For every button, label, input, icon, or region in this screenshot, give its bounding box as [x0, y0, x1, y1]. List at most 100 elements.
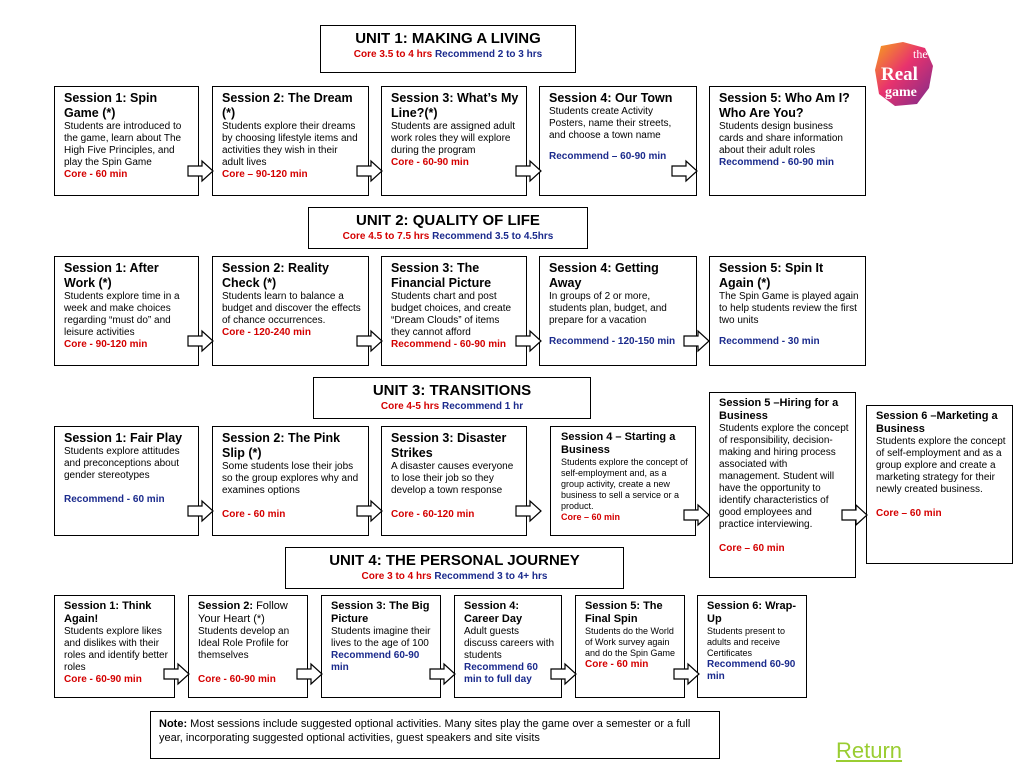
session-title: Session 3: What’s My Line?(*)	[391, 91, 519, 120]
session-time: Recommend – 60-90 min	[549, 151, 667, 162]
unit-title: UNIT 4: THE PERSONAL JOURNEY	[329, 552, 580, 569]
session-time: Core – 90-120 min	[222, 169, 308, 180]
session-box: Session 5 –Hiring for a Business Student…	[709, 392, 856, 578]
note-text: Most sessions include suggested optional…	[159, 718, 691, 744]
session-description: Students explore their dreams by choosin…	[222, 121, 358, 168]
session-title: Session 3: The Financial Picture	[391, 261, 492, 290]
session-description: Students explore the concept of responsi…	[719, 423, 849, 530]
unit-1-header: UNIT 1: MAKING A LIVING Core 3.5 to 4 hr…	[320, 25, 576, 73]
unit-core-hours: Core 4.5 to 7.5 hrs	[342, 231, 430, 242]
session-description: Students chart and post budget choices, …	[391, 291, 512, 338]
session-box: Session 4: Career Day Adult guests discu…	[454, 595, 562, 698]
unit-recommend-hours: Recommend 3.5 to 4.5hrs	[432, 231, 554, 242]
session-description: Some students lose their jobs so the gro…	[222, 461, 359, 496]
session-description: Students explore the concept of self-emp…	[876, 436, 1006, 495]
session-box: Session 1: Spin Game (*) Students are in…	[54, 86, 199, 196]
svg-text:the: the	[913, 47, 928, 61]
session-title: Session 6: Wrap-Up	[707, 600, 797, 625]
session-box: Session 3: The Financial Picture Student…	[381, 256, 527, 366]
session-description: Students explore attitudes and preconcep…	[64, 446, 180, 481]
session-time: Core - 60 min	[222, 509, 286, 520]
unit-2-header: UNIT 2: QUALITY OF LIFE Core 4.5 to 7.5 …	[308, 207, 588, 249]
session-time: Core - 60-120 min	[391, 509, 475, 520]
session-box: Session 6 –Marketing a Business Students…	[866, 405, 1013, 564]
session-time: Recommend - 60 min	[64, 494, 165, 505]
unit-title: UNIT 1: MAKING A LIVING	[355, 30, 541, 47]
session-box: Session 1: Think Again! Students explore…	[54, 595, 175, 698]
session-title: Session 2: Reality Check (*)	[222, 261, 329, 290]
session-description: Students create Activity Posters, name t…	[549, 106, 672, 141]
session-title: Session 2: The Dream (*)	[222, 91, 353, 120]
session-box: Session 5: Who Am I? Who Are You? Studen…	[709, 86, 866, 196]
session-description: In groups of 2 or more, students plan, b…	[549, 291, 667, 326]
session-time: Recommend - 60-90 min	[719, 157, 835, 168]
unit-recommend-hours: Recommend 3 to 4+ hrs	[434, 571, 548, 582]
session-description: Students imagine their lives to the age …	[331, 626, 431, 649]
session-time: Recommend - 30 min	[719, 336, 820, 347]
session-box: Session 3: The Big Picture Students imag…	[321, 595, 441, 698]
session-title: Session 1: Think Again!	[64, 600, 152, 625]
session-title: Session 4 – Starting a Business	[561, 431, 676, 456]
session-title: Session 1: Fair Play	[64, 431, 183, 445]
unit-core-hours: Core 4-5 hrs	[380, 401, 440, 412]
session-time: Recommend 60-90 min	[331, 650, 420, 673]
session-time: Core - 60-90 min	[198, 674, 276, 685]
session-title: Session 1: After Work (*)	[64, 261, 159, 290]
session-title: Session 4: Career Day	[464, 600, 523, 625]
session-box: Session 5: The Final Spin Students do th…	[575, 595, 685, 698]
session-time: Core - 120-240 min	[222, 327, 311, 338]
session-title: Session 3: The Big Picture	[331, 600, 430, 625]
session-title: Session 5: Who Am I? Who Are You?	[719, 91, 850, 120]
unit-core-hours: Core 3 to 4 hrs	[361, 571, 432, 582]
session-box: Session 6: Wrap-Up Students present to a…	[697, 595, 807, 698]
svg-text:Real: Real	[881, 64, 918, 85]
session-description: Adult guests discuss careers with studen…	[464, 626, 555, 661]
session-title: Session 5: The Final Spin	[585, 600, 663, 625]
session-box: Session 5: Spin It Again (*) The Spin Ga…	[709, 256, 866, 366]
session-time: Recommend 60 min to full day	[464, 662, 538, 685]
session-box: Session 1: Fair Play Students explore at…	[54, 426, 199, 536]
session-time: Core – 60 min	[561, 512, 621, 522]
session-box: Session 3: Disaster Strikes A disaster c…	[381, 426, 527, 536]
session-box: Session 2: Follow Your Heart (*) Student…	[188, 595, 308, 698]
session-description: The Spin Game is played again to help st…	[719, 291, 859, 326]
session-box: Session 2: Reality Check (*) Students le…	[212, 256, 369, 366]
session-box: Session 3: What’s My Line?(*) Students a…	[381, 86, 527, 196]
session-box: Session 1: After Work (*) Students explo…	[54, 256, 199, 366]
unit-4-header: UNIT 4: THE PERSONAL JOURNEY Core 3 to 4…	[285, 547, 624, 589]
session-title-rest: Follow Your Heart (*)	[198, 600, 288, 625]
session-time: Recommend - 60-90 min	[391, 339, 507, 350]
session-title: Session 3: Disaster Strikes	[391, 431, 507, 460]
session-box: Session 4: Getting Away In groups of 2 o…	[539, 256, 697, 366]
session-time: Core – 60 min	[876, 508, 942, 519]
session-time: Core - 60-90 min	[64, 674, 142, 685]
session-description: Students are assigned adult work roles t…	[391, 121, 515, 156]
session-box: Session 4 – Starting a Business Students…	[550, 426, 696, 536]
session-description: Students explore the concept of self-emp…	[561, 457, 688, 511]
session-title: Session 5: Spin It Again (*)	[719, 261, 824, 290]
session-time: Core - 60 min	[585, 659, 649, 670]
session-time: Core – 60 min	[719, 543, 785, 554]
session-description: Students develop an Ideal Role Profile f…	[198, 626, 290, 661]
session-title: Session 4: Getting Away	[549, 261, 659, 290]
session-time: Recommend - 120-150 min	[549, 336, 676, 347]
real-game-logo: the Real game	[873, 40, 935, 108]
session-title: Session 2:	[198, 600, 254, 612]
session-description: Students learn to balance a budget and d…	[222, 291, 361, 326]
session-description: A disaster causes everyone to lose their…	[391, 461, 514, 496]
session-description: Students present to adults and receive C…	[707, 626, 786, 658]
session-description: Students are introduced to the game, lea…	[64, 121, 182, 168]
note-box: Note: Most sessions include suggested op…	[150, 711, 720, 759]
note-label: Note:	[159, 718, 188, 730]
session-title: Session 2: The Pink Slip (*)	[222, 431, 341, 460]
svg-text:game: game	[885, 85, 917, 100]
session-title: Session 5 –Hiring for a Business	[719, 397, 839, 422]
session-box: Session 4: Our Town Students create Acti…	[539, 86, 697, 196]
session-title: Session 6 –Marketing a Business	[876, 410, 998, 435]
session-description: Students explore time in a week and make…	[64, 291, 180, 338]
session-box: Session 2: The Pink Slip (*) Some studen…	[212, 426, 369, 536]
session-time: Core - 60 min	[64, 169, 128, 180]
return-link[interactable]: Return	[836, 738, 903, 763]
session-time: Recommend 60-90 min	[707, 659, 796, 682]
unit-recommend-hours: Recommend 2 to 3 hrs	[434, 49, 543, 60]
